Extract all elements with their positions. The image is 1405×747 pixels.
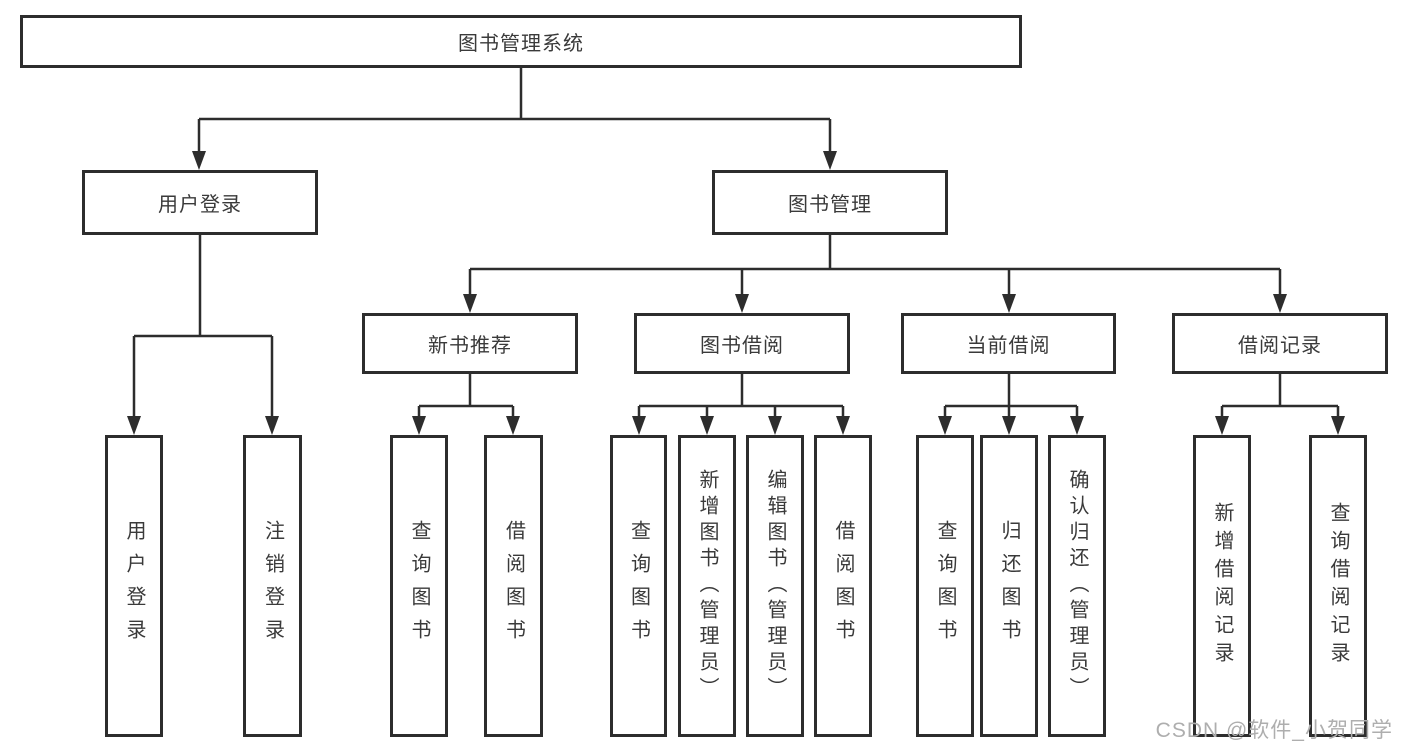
arrowhead [412,416,426,435]
arrowhead [1215,416,1229,435]
arrowhead [768,416,782,435]
connector-newbook-to-leaves [417,374,515,417]
node-current-borrow: 当前借阅 [901,313,1116,374]
connector-borrowrecords-to-leaves [1220,374,1340,417]
arrowhead [265,416,279,435]
leaf-confirm-return-admin: 确认归还（管理员） [1048,435,1106,737]
leaf-label: 借阅图书 [502,520,525,652]
leaf-label: 注销登录 [261,520,284,652]
watermark: CSDN @软件_小贺同学 [1155,719,1393,742]
leaf-query-books-recommend: 查询图书 [390,435,448,737]
arrowhead [192,151,206,170]
leaf-label: 查询图书 [934,520,956,652]
leaf-add-borrow-record: 新增借阅记录 [1193,435,1251,737]
connector-root-to-level2 [197,68,832,152]
leaf-label: 查询借阅记录 [1327,502,1349,670]
connector-currentborrow-to-leaves [943,374,1079,417]
leaf-user-login: 用户登录 [105,435,163,737]
leaf-return-book: 归还图书 [980,435,1038,737]
leaf-label: 归还图书 [998,520,1020,652]
arrowhead [463,294,477,313]
connector-bookborrow-to-leaves [637,374,845,417]
node-new-book-recommend: 新书推荐 [362,313,578,374]
arrowhead [1331,416,1345,435]
leaf-query-borrow-record: 查询借阅记录 [1309,435,1367,737]
arrowhead [700,416,714,435]
leaf-borrow-books: 借阅图书 [814,435,872,737]
leaf-add-book-admin: 新增图书（管理员） [678,435,736,737]
node-borrow-records: 借阅记录 [1172,313,1388,374]
arrowheads [127,151,1345,435]
node-book-borrow: 图书借阅 [634,313,850,374]
arrowhead [823,151,837,170]
leaf-logout: 注销登录 [243,435,302,737]
leaf-label: 确认归还（管理员） [1066,469,1088,703]
arrowhead [1002,294,1016,313]
connector-paths [132,68,1340,417]
arrowhead [938,416,952,435]
leaf-label: 查询图书 [627,520,650,652]
leaf-label: 用户登录 [123,520,145,652]
leaf-query-books-current: 查询图书 [916,435,974,737]
leaf-label: 查询图书 [408,520,430,652]
arrowhead [836,416,850,435]
leaf-label: 新增图书（管理员） [696,469,718,703]
node-root: 图书管理系统 [20,15,1022,68]
arrowhead [506,416,520,435]
node-user-login: 用户登录 [82,170,318,235]
leaf-label: 编辑图书（管理员） [764,469,786,703]
connector-bookmanagement-to-level3 [468,235,1282,295]
connector-userlogin-to-leaves [132,235,274,417]
arrowhead [632,416,646,435]
node-book-management: 图书管理 [712,170,948,235]
arrowhead [1273,294,1287,313]
arrowhead [127,416,141,435]
arrowhead [1070,416,1084,435]
leaf-query-books-borrow: 查询图书 [610,435,667,737]
leaf-label: 借阅图书 [832,520,854,652]
arrowhead [735,294,749,313]
arrowhead [1002,416,1016,435]
leaf-edit-book-admin: 编辑图书（管理员） [746,435,804,737]
leaf-borrow-books-recommend: 借阅图书 [484,435,543,737]
leaf-label: 新增借阅记录 [1211,502,1233,670]
